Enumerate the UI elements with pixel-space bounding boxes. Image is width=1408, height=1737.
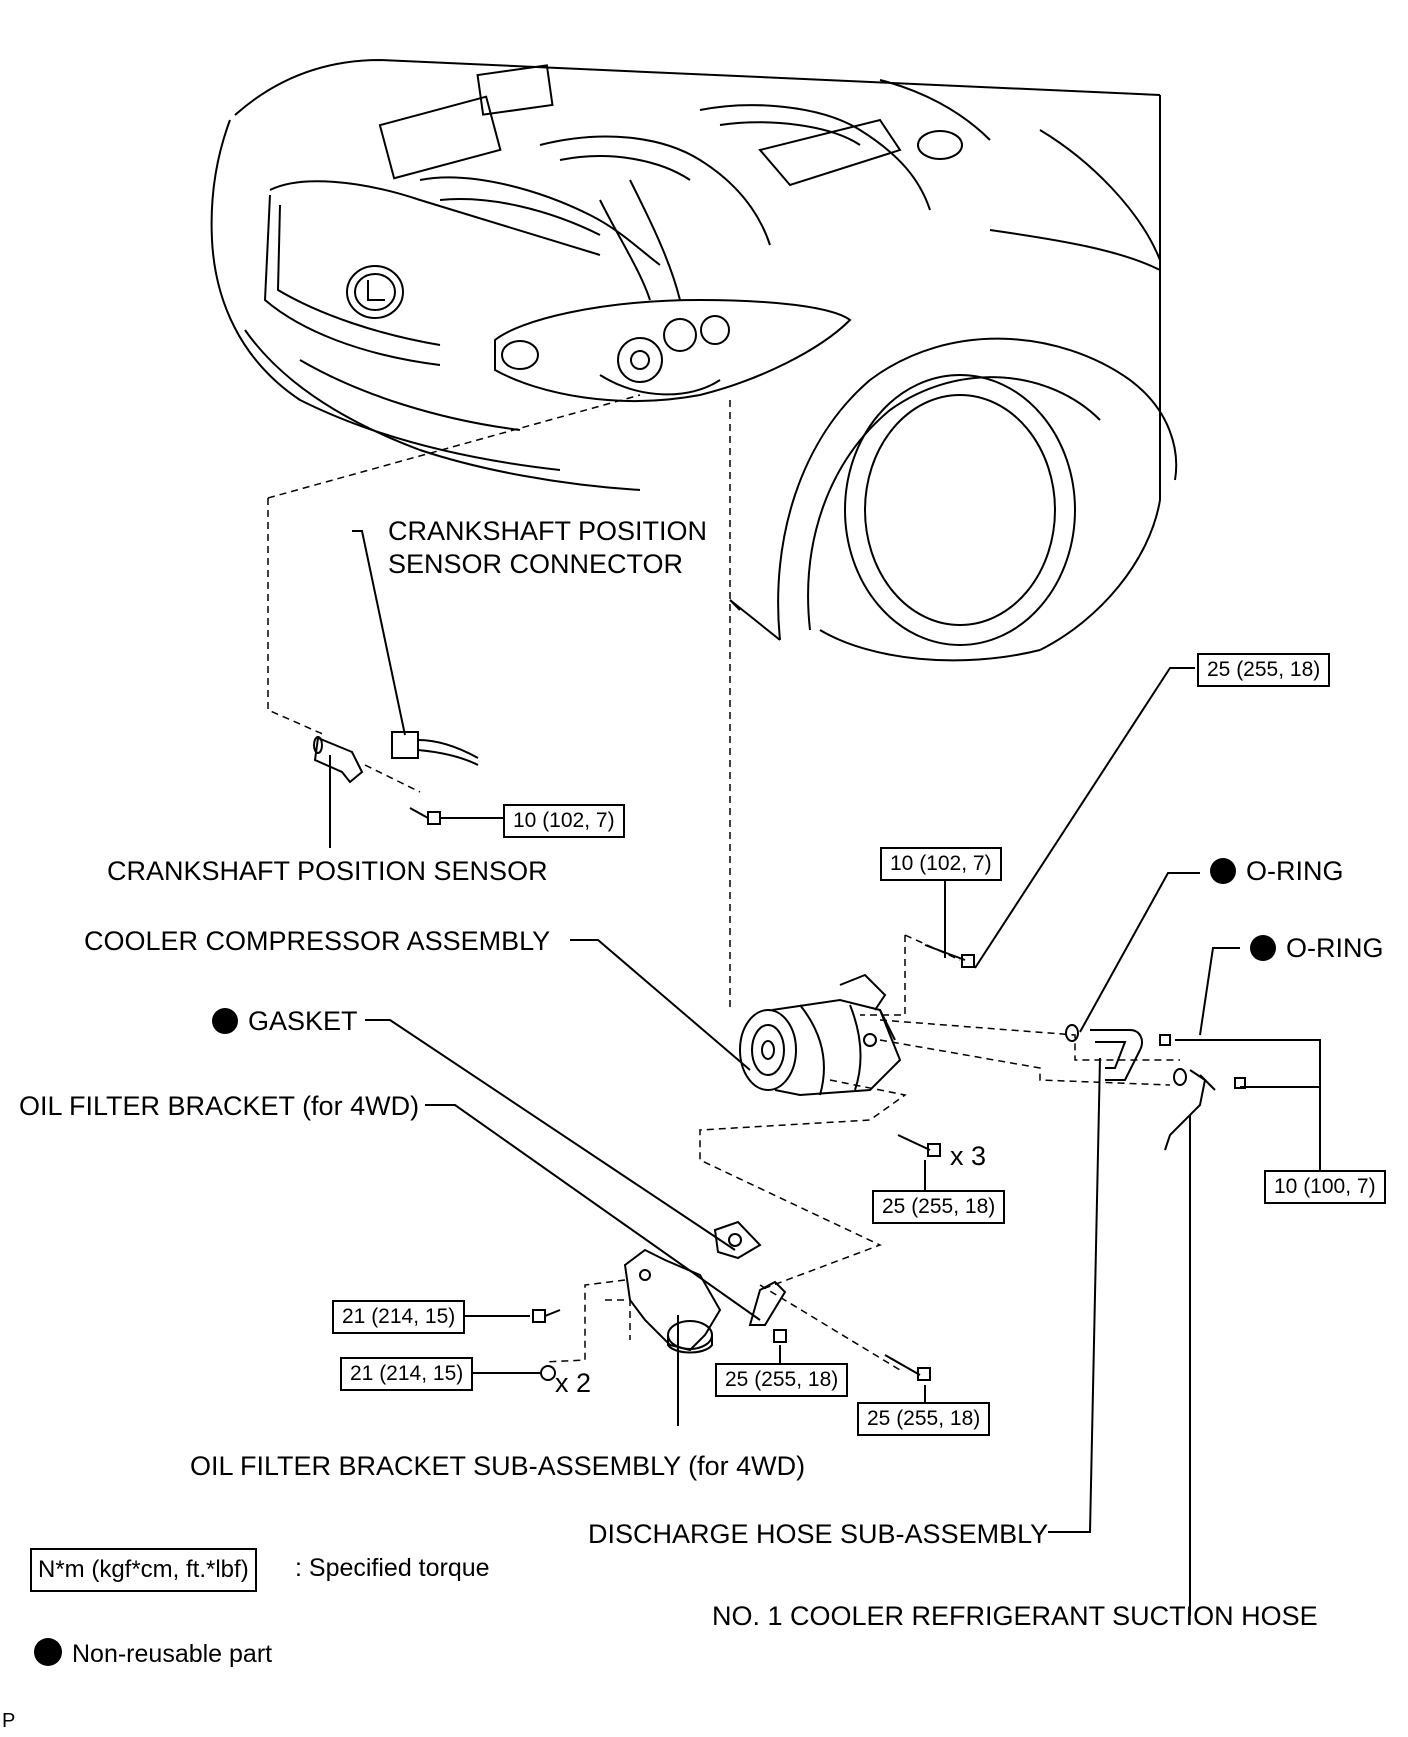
- crankshaft-position-sensor: [313, 736, 364, 784]
- o-ring-text-1: O-RING: [1246, 856, 1344, 886]
- non-reusable-dot-icon: [1210, 858, 1236, 884]
- oil-filter-sub-assembly-part: [623, 1248, 722, 1354]
- legend-non-reusable-text: Non-reusable part: [72, 1640, 273, 1668]
- torque-box-hose-10: 10 (100, 7): [1264, 1170, 1386, 1204]
- torque-box-nut-25: 25 (255, 18): [715, 1363, 849, 1397]
- non-reusable-dot-icon: [34, 1638, 62, 1666]
- crankshaft-connector-label-line2: SENSOR CONNECTOR: [388, 549, 684, 579]
- multiplier-x3: x 3: [950, 1141, 987, 1171]
- compressor-bolts: [897, 944, 975, 1157]
- torque-box-bolt-25: 25 (255, 18): [857, 1402, 991, 1436]
- gasket-text: GASKET: [248, 1006, 358, 1036]
- legend-torque-text: : Specified torque: [295, 1554, 490, 1582]
- cooler-compressor-label: COOLER COMPRESSOR ASSEMBLY: [84, 926, 551, 956]
- o-ring-label-2: O-RING: [1250, 932, 1384, 964]
- sensor-bolt: [409, 807, 441, 825]
- suction-hose-label: NO. 1 COOLER REFRIGERANT SUCTION HOSE: [712, 1601, 1318, 1631]
- corner-mark: P: [2, 1710, 16, 1732]
- gasket-part: [713, 1220, 762, 1260]
- leader-lines: [329, 530, 1321, 1616]
- crankshaft-sensor-label: CRANKSHAFT POSITION SENSOR: [107, 856, 548, 886]
- torque-box-compressor-10: 10 (102, 7): [880, 847, 1002, 881]
- oil-filter-sub-assembly-label: OIL FILTER BRACKET SUB-ASSEMBLY (for 4WD…: [190, 1451, 806, 1481]
- torque-box-21-b: 21 (214, 15): [340, 1357, 474, 1391]
- discharge-hose-label: DISCHARGE HOSE SUB-ASSEMBLY: [588, 1519, 1049, 1549]
- crankshaft-sensor-connector: [391, 731, 479, 766]
- legend-torque-unit-box: N*m (kgf*cm, ft.*lbf): [30, 1548, 257, 1592]
- oil-filter-bracket-part: [748, 1280, 787, 1326]
- discharge-hose-part: [1090, 1029, 1171, 1081]
- multiplier-x2: x 2: [555, 1368, 592, 1398]
- gasket-label: GASKET: [212, 1005, 358, 1037]
- suction-hose-part: [1164, 1069, 1246, 1151]
- legend-non-reusable: Non-reusable part: [34, 1638, 272, 1670]
- o-ring-text-2: O-RING: [1286, 933, 1384, 963]
- torque-box-compressor-25: 25 (255, 18): [872, 1190, 1006, 1224]
- o-rings: [1065, 1024, 1187, 1086]
- vehicle-front-illustration: [210, 58, 1178, 662]
- oil-filter-fasteners: [532, 1309, 931, 1381]
- oil-filter-bracket-label: OIL FILTER BRACKET (for 4WD): [19, 1091, 420, 1121]
- torque-box-sensor-10: 10 (102, 7): [503, 804, 625, 838]
- dashed-guide-lines: [267, 394, 1180, 1371]
- cooler-compressor: [739, 973, 902, 1097]
- o-ring-label-1: O-RING: [1210, 855, 1344, 887]
- crankshaft-connector-label-line1: CRANKSHAFT POSITION: [388, 516, 708, 546]
- torque-box-21-a: 21 (214, 15): [332, 1300, 466, 1334]
- non-reusable-dot-icon: [1250, 935, 1276, 961]
- non-reusable-dot-icon: [212, 1008, 238, 1034]
- torque-box-top-25: 25 (255, 18): [1197, 653, 1331, 687]
